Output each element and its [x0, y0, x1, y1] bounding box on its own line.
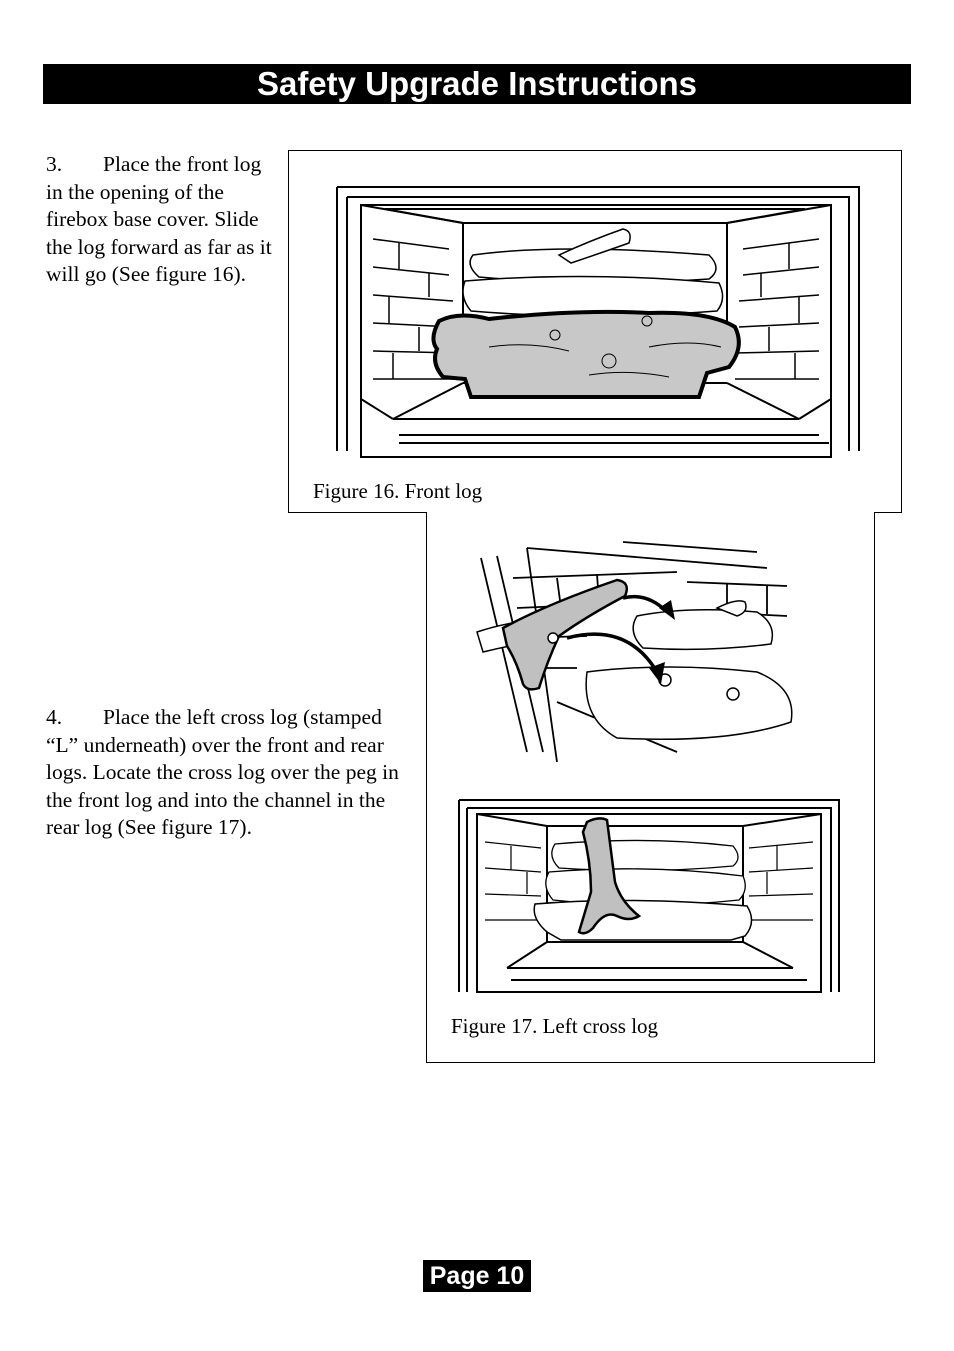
figure-17-caption: Figure 17. Left cross log: [451, 1014, 659, 1038]
step-number: 4.: [46, 705, 63, 729]
figure-17: Figure 17. Left cross log: [426, 512, 875, 1063]
firebox-cross-log-illustration: [458, 799, 840, 993]
figure-16: Figure 16. Front log: [288, 150, 902, 513]
page-number: Page 10: [423, 1260, 531, 1292]
step-text: Place the left cross log (stamped “L” un…: [46, 705, 399, 840]
cross-log-placement-illustration: [476, 541, 793, 763]
step-text: Place the front log in the opening of th…: [46, 152, 272, 287]
page-title: Safety Upgrade Instructions: [43, 64, 911, 104]
step-3: 3.Place the front log in the opening of …: [46, 151, 278, 289]
step-number: 3.: [46, 152, 63, 176]
firebox-front-log-illustration: [336, 186, 860, 458]
front-log: [431, 309, 741, 399]
left-cross-log: [577, 817, 642, 935]
figure-16-caption: Figure 16. Front log: [313, 479, 483, 503]
cross-log: [501, 578, 628, 691]
step-4: 4.Place the left cross log (stamped “L” …: [46, 704, 406, 842]
